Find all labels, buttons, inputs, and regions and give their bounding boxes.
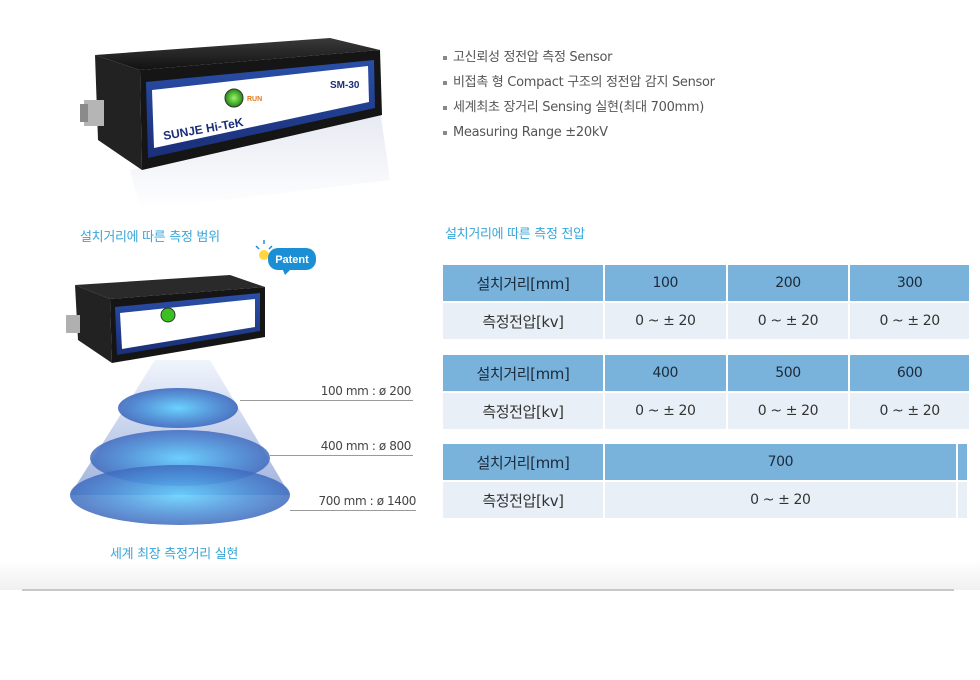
table-cell: 측정전압[kv] xyxy=(443,393,605,431)
table-cell: 600 xyxy=(850,355,969,393)
measurement-range-diagram xyxy=(66,275,290,525)
run-label: RUN xyxy=(247,96,262,103)
table-cell: 100 xyxy=(605,265,728,303)
table-cell xyxy=(957,444,969,482)
table-row: 설치거리[mm] 700 xyxy=(443,444,969,482)
table-cell: 0 ~ ± 20 xyxy=(727,393,851,431)
voltage-table-2: 설치거리[mm] 400 500 600 측정전압[kv] 0 ~ ± 20 0… xyxy=(443,355,969,431)
table-cell: 0 ~ ± 20 xyxy=(605,303,728,341)
table-cell: 500 xyxy=(727,355,851,393)
dim-label-700: 700 mm : ø 1400 xyxy=(318,494,417,508)
table-cell: 설치거리[mm] xyxy=(443,265,605,303)
dim-label-400: 400 mm : ø 800 xyxy=(320,439,412,453)
lightbulb-icon xyxy=(259,250,269,260)
table-row: 측정전압[kv] 0 ~ ± 20 0 ~ ± 20 0 ~ ± 20 xyxy=(443,303,969,341)
table-cell: 설치거리[mm] xyxy=(443,355,605,393)
dim-line-700 xyxy=(290,510,416,511)
table-cell: 측정전압[kv] xyxy=(443,482,605,520)
divider xyxy=(22,589,954,591)
feature-item: 세계최초 장거리 Sensing 실현(최대 700mm) xyxy=(443,98,715,123)
voltage-table-1: 설치거리[mm] 100 200 300 측정전압[kv] 0 ~ ± 20 0… xyxy=(443,265,969,341)
dim-line-100 xyxy=(240,400,413,401)
feature-item: 고신뢰성 정전압 측정 Sensor xyxy=(443,48,715,73)
record-caption: 세계 최장 측정거리 실현 xyxy=(110,547,239,562)
patent-badge: Patent xyxy=(255,240,316,275)
table-row: 설치거리[mm] 100 200 300 xyxy=(443,265,969,303)
feature-item: 비접촉 형 Compact 구조의 정전압 감지 Sensor xyxy=(443,73,715,98)
table-cell: 측정전압[kv] xyxy=(443,303,605,341)
table-cell: 200 xyxy=(727,265,851,303)
voltage-caption: 설치거리에 따른 측정 전압 xyxy=(445,227,585,242)
table-cell: 0 ~ ± 20 xyxy=(727,303,851,341)
patent-label: Patent xyxy=(275,254,309,266)
table-cell: 300 xyxy=(850,265,969,303)
table-cell: 700 xyxy=(605,444,958,482)
table-row: 측정전압[kv] 0 ~ ± 20 xyxy=(443,482,969,520)
bottom-shade xyxy=(0,560,980,590)
model-label: SM-30 xyxy=(330,80,360,91)
dim-label-100: 100 mm : ø 200 xyxy=(320,384,412,398)
table-cell: 400 xyxy=(605,355,728,393)
table-cell: 설치거리[mm] xyxy=(443,444,605,482)
dim-line-400 xyxy=(270,455,413,456)
sensor-product-image: RUN SM-30 SUNJE Hi-TeK www.sunstat.com xyxy=(80,38,390,210)
feature-list: 고신뢰성 정전압 측정 Sensor 비접촉 형 Compact 구조의 정전압… xyxy=(443,48,715,148)
table-row: 측정전압[kv] 0 ~ ± 20 0 ~ ± 20 0 ~ ± 20 xyxy=(443,393,969,431)
table-cell xyxy=(957,482,969,520)
range-caption: 설치거리에 따른 측정 범위 xyxy=(80,230,220,245)
table-cell: 0 ~ ± 20 xyxy=(605,393,728,431)
feature-item: Measuring Range ±20kV xyxy=(443,123,715,148)
table-row: 설치거리[mm] 400 500 600 xyxy=(443,355,969,393)
table-cell: 0 ~ ± 20 xyxy=(850,303,969,341)
voltage-table-3: 설치거리[mm] 700 측정전압[kv] 0 ~ ± 20 xyxy=(443,444,969,520)
table-cell: 0 ~ ± 20 xyxy=(605,482,958,520)
table-cell: 0 ~ ± 20 xyxy=(850,393,969,431)
